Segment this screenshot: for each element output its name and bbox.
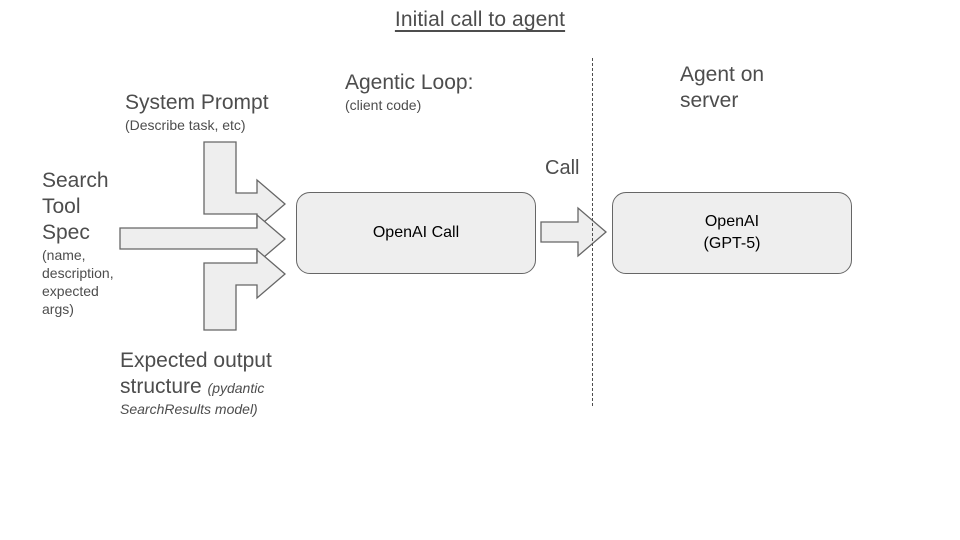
agent-on-server-heading: Agent on server — [680, 63, 765, 112]
agentic-loop-heading: Agentic Loop: — [345, 71, 474, 94]
agentic-loop-label-group: Agentic Loop: (client code) — [345, 70, 575, 114]
expected-output-detail: (pydantic SearchResults model) — [120, 380, 265, 417]
search-tool-spec-label-group: Search Tool Spec (name, description, exp… — [42, 168, 132, 318]
search-tool-spec-detail: (name, description, expected args) — [42, 247, 114, 317]
system-prompt-detail: (Describe task, etc) — [125, 117, 246, 133]
openai-model-box[interactable]: OpenAI (GPT-5) — [612, 192, 852, 274]
client-server-boundary-divider — [592, 58, 593, 406]
call-arrow-label: Call — [545, 157, 580, 179]
agentic-loop-detail: (client code) — [345, 97, 422, 113]
system-prompt-heading: System Prompt — [125, 91, 269, 114]
search-tool-spec-heading: Search Tool Spec — [42, 169, 109, 244]
call-arrow — [540, 206, 607, 258]
system-prompt-arrow — [203, 141, 286, 230]
page-title: Initial call to agent — [0, 8, 960, 32]
openai-call-box[interactable]: OpenAI Call — [296, 192, 536, 274]
system-prompt-label-group: System Prompt (Describe task, etc) — [125, 90, 385, 134]
expected-output-label-group: Expected output structure (pydantic Sear… — [120, 348, 330, 419]
page-title-text: Initial call to agent — [394, 8, 566, 31]
agent-on-server-label-group: Agent on server — [680, 62, 860, 114]
search-tool-spec-arrow — [119, 213, 286, 265]
expected-output-arrow — [203, 248, 286, 331]
expected-output-heading: Expected output structure — [120, 349, 272, 398]
